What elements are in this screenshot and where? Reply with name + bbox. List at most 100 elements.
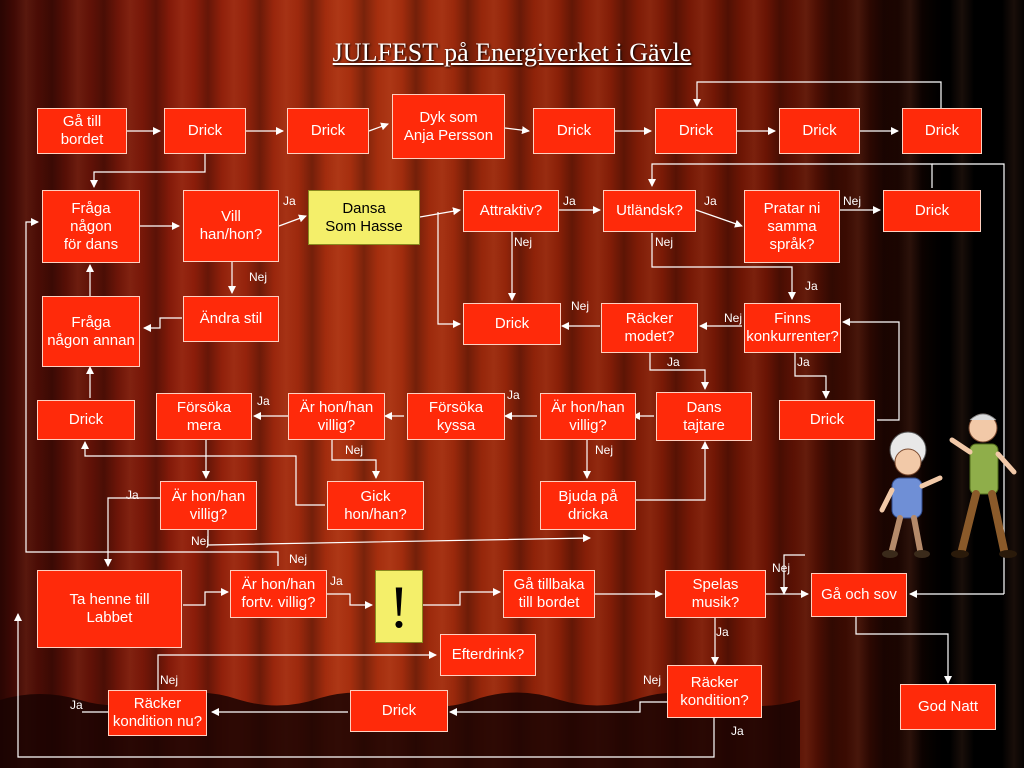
man-figure-icon xyxy=(949,413,1017,558)
box-drick-8: Drick xyxy=(463,303,561,345)
label-ja: Ja xyxy=(805,279,818,293)
box-ga-till-bordet: Gå till bordet xyxy=(37,108,127,154)
box-drick-9: Drick xyxy=(37,400,135,440)
label-nej: Nej xyxy=(160,673,179,687)
conn xyxy=(695,209,743,228)
label-nej: Nej xyxy=(655,235,674,249)
conn xyxy=(855,616,952,684)
conn xyxy=(648,163,933,188)
conn xyxy=(368,122,389,132)
conn xyxy=(183,588,229,606)
label-ja: Ja xyxy=(731,724,744,738)
label-nej: Nej xyxy=(571,299,590,313)
label-ja: Ja xyxy=(257,394,270,408)
conn xyxy=(25,218,279,566)
label-nej: Nej xyxy=(289,552,308,566)
label-ja: Ja xyxy=(797,355,810,369)
label-ja: Ja xyxy=(283,194,296,208)
box-ar-villig-3: Är hon/han villig? xyxy=(160,481,257,530)
conn xyxy=(419,207,461,218)
label-ja: Ja xyxy=(563,194,576,208)
box-pratar-ni: Pratar ni samma språk? xyxy=(744,190,840,263)
label-ja: Ja xyxy=(704,194,717,208)
label-ja: Ja xyxy=(716,625,729,639)
box-drick-7: Drick xyxy=(883,190,981,232)
woman-figure-icon xyxy=(879,431,943,558)
box-ta-henne: Ta henne till Labbet xyxy=(37,570,182,648)
box-ar-villig-2: Är hon/han villig? xyxy=(540,393,636,440)
box-andra-stil: Ändra stil xyxy=(183,296,279,342)
box-ar-fortv: Är hon/han fortv. villig? xyxy=(230,570,327,618)
label-nej: Nej xyxy=(249,270,268,284)
label-ja: Ja xyxy=(70,698,83,712)
conn xyxy=(649,353,709,390)
box-dansa: Dansa Som Hasse xyxy=(308,190,420,245)
box-dyk-som: Dyk som Anja Persson xyxy=(392,94,505,159)
box-drick-11: Drick xyxy=(350,690,448,732)
label-nej: Nej xyxy=(772,561,791,575)
box-vill-hanhon: Vill han/hon? xyxy=(183,190,279,262)
box-drick-1: Drick xyxy=(164,108,246,154)
conn xyxy=(207,530,591,546)
box-drick-5: Drick xyxy=(779,108,860,154)
conn xyxy=(449,701,667,716)
box-exclamation: ! xyxy=(375,570,423,643)
conn xyxy=(504,126,530,135)
label-nej: Nej xyxy=(191,534,210,548)
conn xyxy=(331,440,380,479)
label-nej: Nej xyxy=(345,443,364,457)
box-forsoka-mera: Försöka mera xyxy=(156,393,252,440)
box-racker-kondition-nu: Räcker kondition nu? xyxy=(108,690,207,736)
dancing-elderly-couple-illustration xyxy=(879,413,1017,558)
conn xyxy=(104,497,160,567)
box-drick-3: Drick xyxy=(533,108,615,154)
box-ga-och-sov: Gå och sov xyxy=(811,573,907,617)
box-drick-6: Drick xyxy=(902,108,982,154)
conn xyxy=(693,81,942,108)
label-ja: Ja xyxy=(507,388,520,402)
conn xyxy=(437,212,461,328)
conn xyxy=(651,233,796,300)
box-fraga-annan: Fråga någon annan xyxy=(42,296,140,367)
conn xyxy=(81,441,325,506)
conn xyxy=(794,353,830,399)
conn xyxy=(157,651,437,690)
box-efterdrink: Efterdrink? xyxy=(440,634,536,676)
label-ja: Ja xyxy=(330,574,343,588)
box-attraktiv: Attraktiv? xyxy=(463,190,559,232)
box-finns-konkurrenter: Finns konkurrenter? xyxy=(744,303,841,353)
box-god-natt: God Natt xyxy=(900,684,996,730)
box-bjuda: Bjuda på dricka xyxy=(540,481,636,530)
conn xyxy=(90,154,206,188)
label-nej: Nej xyxy=(643,673,662,687)
label-ja: Ja xyxy=(667,355,680,369)
conn xyxy=(143,317,182,332)
conn xyxy=(423,588,501,606)
conn xyxy=(14,613,715,758)
box-ga-tillbaka: Gå tillbaka till bordet xyxy=(503,570,595,618)
box-forsoka-kyssa: Försöka kyssa xyxy=(407,393,505,440)
conn xyxy=(278,214,307,227)
box-spelas-musik: Spelas musik? xyxy=(665,570,766,618)
label-ja: Ja xyxy=(126,488,139,502)
box-ar-villig-1: Är hon/han villig? xyxy=(288,393,385,440)
label-nej: Nej xyxy=(595,443,614,457)
box-racker-modet: Räcker modet? xyxy=(601,303,698,353)
box-racker-kondition: Räcker kondition? xyxy=(667,665,762,718)
box-utlandsk: Utländsk? xyxy=(603,190,696,232)
conn xyxy=(842,318,900,421)
conn xyxy=(636,441,709,501)
conn xyxy=(932,163,1005,594)
conn xyxy=(780,554,805,595)
box-fraga-nagon: Fråga någon för dans xyxy=(42,190,140,263)
label-nej: Nej xyxy=(724,311,743,325)
box-gick: Gick hon/han? xyxy=(327,481,424,530)
conn xyxy=(327,593,373,609)
box-drick-10: Drick xyxy=(779,400,875,440)
box-drick-4: Drick xyxy=(655,108,737,154)
page-title: JULFEST på Energiverket i Gävle xyxy=(332,38,692,67)
label-nej: Nej xyxy=(843,194,862,208)
box-drick-2: Drick xyxy=(287,108,369,154)
label-nej: Nej xyxy=(514,235,533,249)
